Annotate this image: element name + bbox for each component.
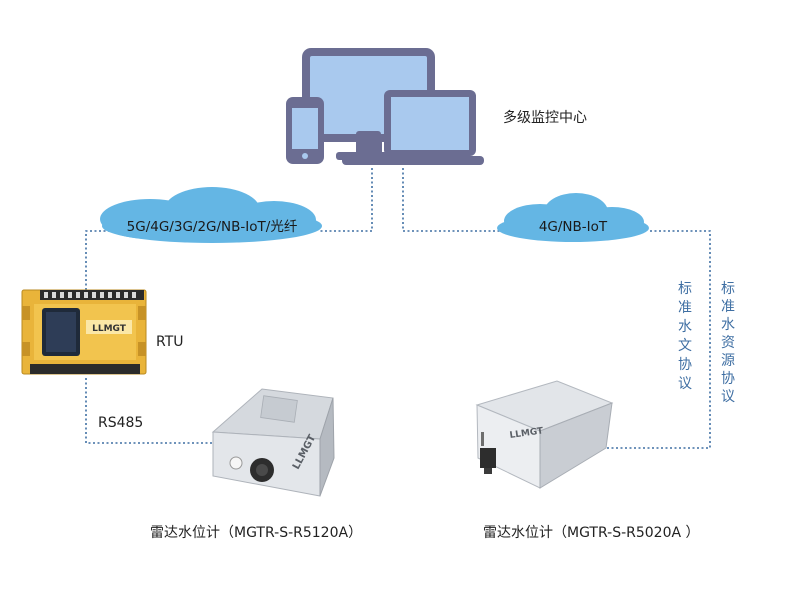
- connection-lines: [85, 168, 711, 449]
- protocol-water-char: 议: [721, 389, 735, 405]
- rtu-device-icon: LLMGT: [21, 289, 147, 375]
- rtu-brand-logo: LLMGT: [92, 324, 127, 334]
- radar-sensor-left-icon: LLMGT: [211, 388, 335, 497]
- monitor-center-label: 多级监控中心: [503, 109, 587, 126]
- link-rtu-rs485-to-sensor: [85, 378, 214, 444]
- sensor-left-caption: 雷达水位计（MGTR-S-R5120A）: [150, 525, 362, 541]
- link-monitor-to-right-cloud: [402, 168, 500, 232]
- protocol-water-char: 协: [721, 371, 735, 387]
- cloud-right-icon: [497, 193, 649, 242]
- protocol-hydrology-label: 标 准 水 文 协 议: [678, 281, 692, 392]
- protocol-water-char: 资: [721, 335, 735, 351]
- sensor-right-brand-logo: LLMGT: [509, 426, 545, 441]
- protocol-hydrology-char: 标: [678, 281, 692, 297]
- protocol-hydrology-char: 准: [678, 300, 692, 316]
- protocol-water-char: 准: [721, 299, 735, 315]
- protocol-water-char: 标: [721, 281, 735, 297]
- cloud-right-label: 4G/NB-IoT: [539, 219, 608, 235]
- cloud-left-icon: [100, 187, 322, 243]
- protocol-hydrology-char: 协: [678, 357, 692, 373]
- protocol-hydrology-char: 水: [678, 319, 692, 335]
- protocol-hydrology-char: 议: [678, 376, 692, 392]
- rs485-label: RS485: [98, 415, 143, 431]
- protocol-water-char: 源: [721, 353, 735, 369]
- protocol-water-char: 水: [721, 317, 735, 333]
- monitor-center-devices-icon: [286, 48, 484, 165]
- radar-sensor-right-icon: LLMGT: [475, 380, 614, 489]
- cloud-left-label: 5G/4G/3G/2G/NB-IoT/光纤: [127, 219, 298, 235]
- phone-icon: [286, 97, 324, 164]
- link-right-cloud-to-sensor: [606, 230, 711, 449]
- link-monitor-to-left-cloud: [318, 168, 373, 232]
- rtu-label: RTU: [156, 334, 184, 350]
- link-left-cloud-to-rtu: [85, 230, 110, 290]
- sensor-right-caption: 雷达水位计（MGTR-S-R5020A ）: [483, 525, 700, 541]
- laptop-icon: [342, 90, 484, 165]
- protocol-water-resources-label: 标 准 水 资 源 协 议: [721, 281, 735, 405]
- protocol-hydrology-char: 文: [678, 338, 692, 354]
